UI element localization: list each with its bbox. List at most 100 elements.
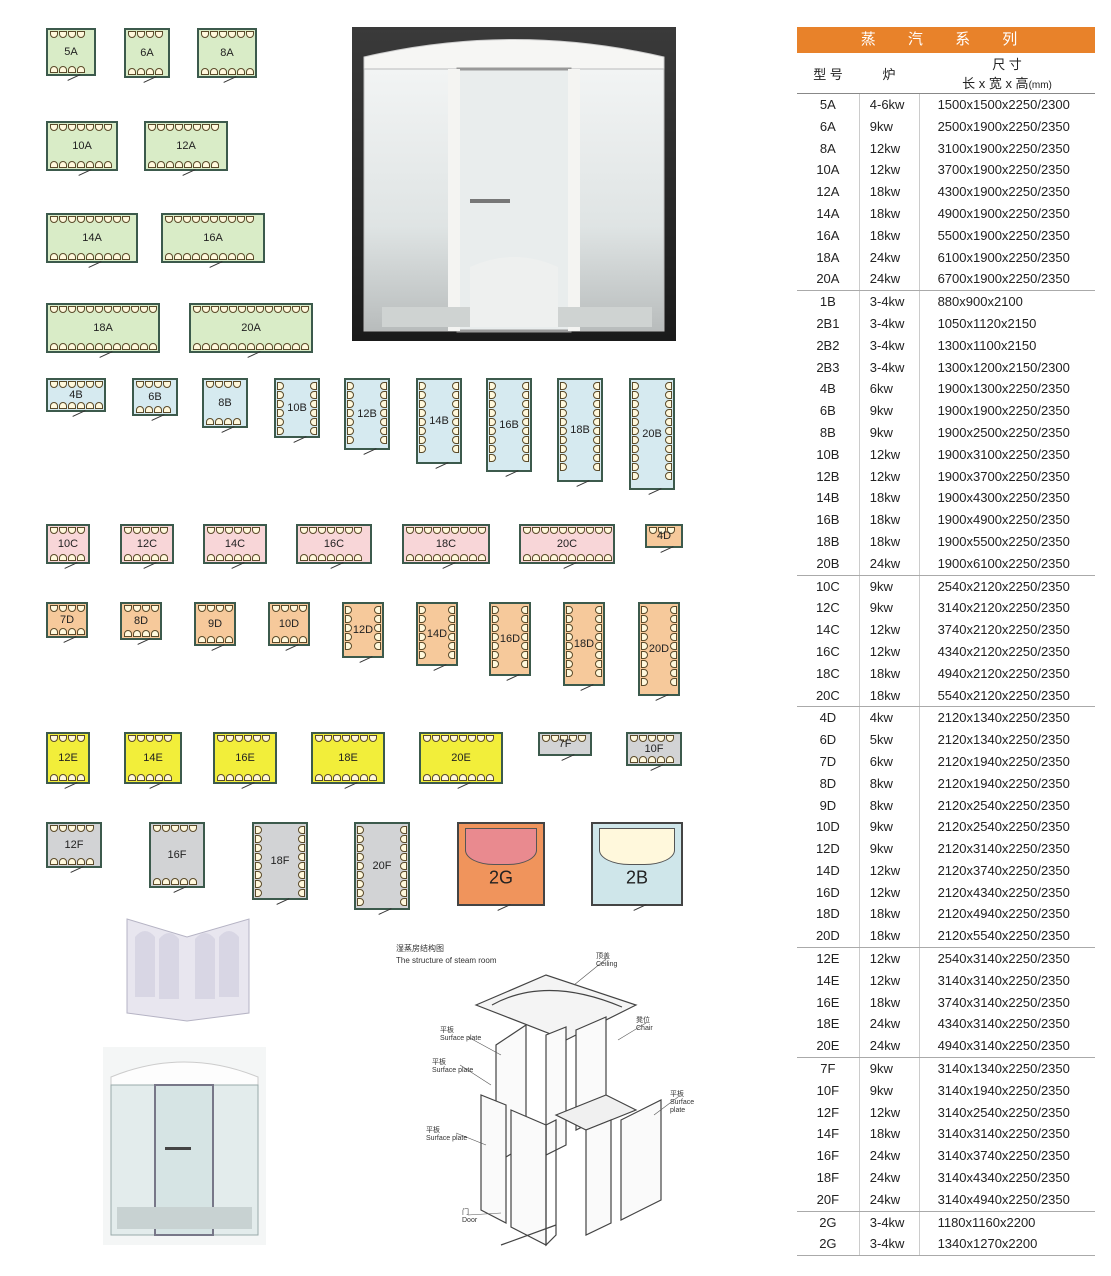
seat [283,343,291,350]
cell-stove: 12kw [860,881,920,904]
cell-size: 2120x3740x2250/2350 [937,862,1070,878]
seat [148,124,156,131]
floorplan-label: 14A [82,232,102,244]
seat [255,889,262,897]
floorplan-5a: 5A [46,28,96,81]
floorplan-12e: 12E [46,732,90,789]
structure-title-en: The structure of steam room [396,956,497,965]
floorplan-label: 6A [140,47,154,59]
bench-row [124,605,159,612]
seat [183,216,191,223]
table-header: 型 号 炉 尺 寸 长 x 宽 x 高(mm) [797,53,1095,94]
seat [489,445,496,453]
seat [298,853,305,861]
bench-row [272,605,307,612]
seat [523,554,531,561]
seat [604,554,612,561]
seat [113,253,121,260]
seat [155,774,163,781]
bench-row [50,253,130,260]
floorplan-14e: 14E [124,732,182,789]
seat [468,735,476,742]
seat [665,454,672,462]
floorplan-16f: 16F [149,822,205,893]
seat [478,554,486,561]
cell-model: 12F [797,1101,860,1124]
cell-size: 3140x2120x2250/2350 [937,600,1070,616]
seat [632,400,639,408]
seat [665,445,672,453]
bench-row [419,606,426,659]
floorplan-label: 12E [58,752,78,764]
seat [560,427,567,435]
seat [255,826,262,834]
seat [451,527,459,534]
floorplan-10b: 10B [274,378,320,443]
cell-stove: 12kw [860,619,920,641]
seat [290,636,298,643]
bench-row [315,774,377,781]
door-swing [63,636,77,643]
seat [59,216,67,223]
seat [50,124,58,131]
seat [146,735,154,742]
seat [460,554,468,561]
bench-row [255,826,262,897]
seat [153,878,161,885]
seat [68,66,76,73]
seat [298,862,305,870]
seat [216,554,224,561]
seat [489,382,496,390]
seat [202,161,210,168]
bench-row [124,527,168,534]
seat [154,406,162,413]
cell-model: 16F [797,1145,860,1168]
cell-size: 3740x3140x2250/2350 [937,994,1070,1010]
seat [521,651,528,659]
seat [345,527,353,534]
cell-stove: 18kw [860,202,920,225]
floorplan-9d: 9D [194,602,236,651]
bench-row [201,31,254,38]
seat [489,454,496,462]
seat [560,436,567,444]
door-swing [580,684,594,691]
cell-size: 4300x1900x2250/2350 [937,184,1070,200]
seat [298,880,305,888]
door-swing [457,782,471,789]
seat [641,624,648,632]
floorplan-16a: 16A [161,213,265,268]
seat [198,605,206,612]
seat [193,306,201,313]
bench-row [560,382,567,471]
floorplan-16d: 16D [489,602,531,681]
steam-room-photo-small [103,1047,266,1245]
floorplan-label: 10D [278,618,300,630]
seat [104,161,112,168]
bench-row [630,735,674,742]
floorplan-12b: 12B [344,378,390,455]
bench-area [599,828,675,865]
seat [298,844,305,852]
seat [310,409,317,417]
bench-row [50,216,130,223]
seat [165,253,173,260]
seat [104,343,112,350]
seat [184,161,192,168]
floorplan-2g: 2G [457,822,545,911]
seat [68,774,76,781]
seat [432,774,440,781]
door-swing [363,448,377,455]
seat [298,889,305,897]
door-swing [433,664,447,671]
cell-model: 18C [797,662,860,685]
seat [357,844,364,852]
